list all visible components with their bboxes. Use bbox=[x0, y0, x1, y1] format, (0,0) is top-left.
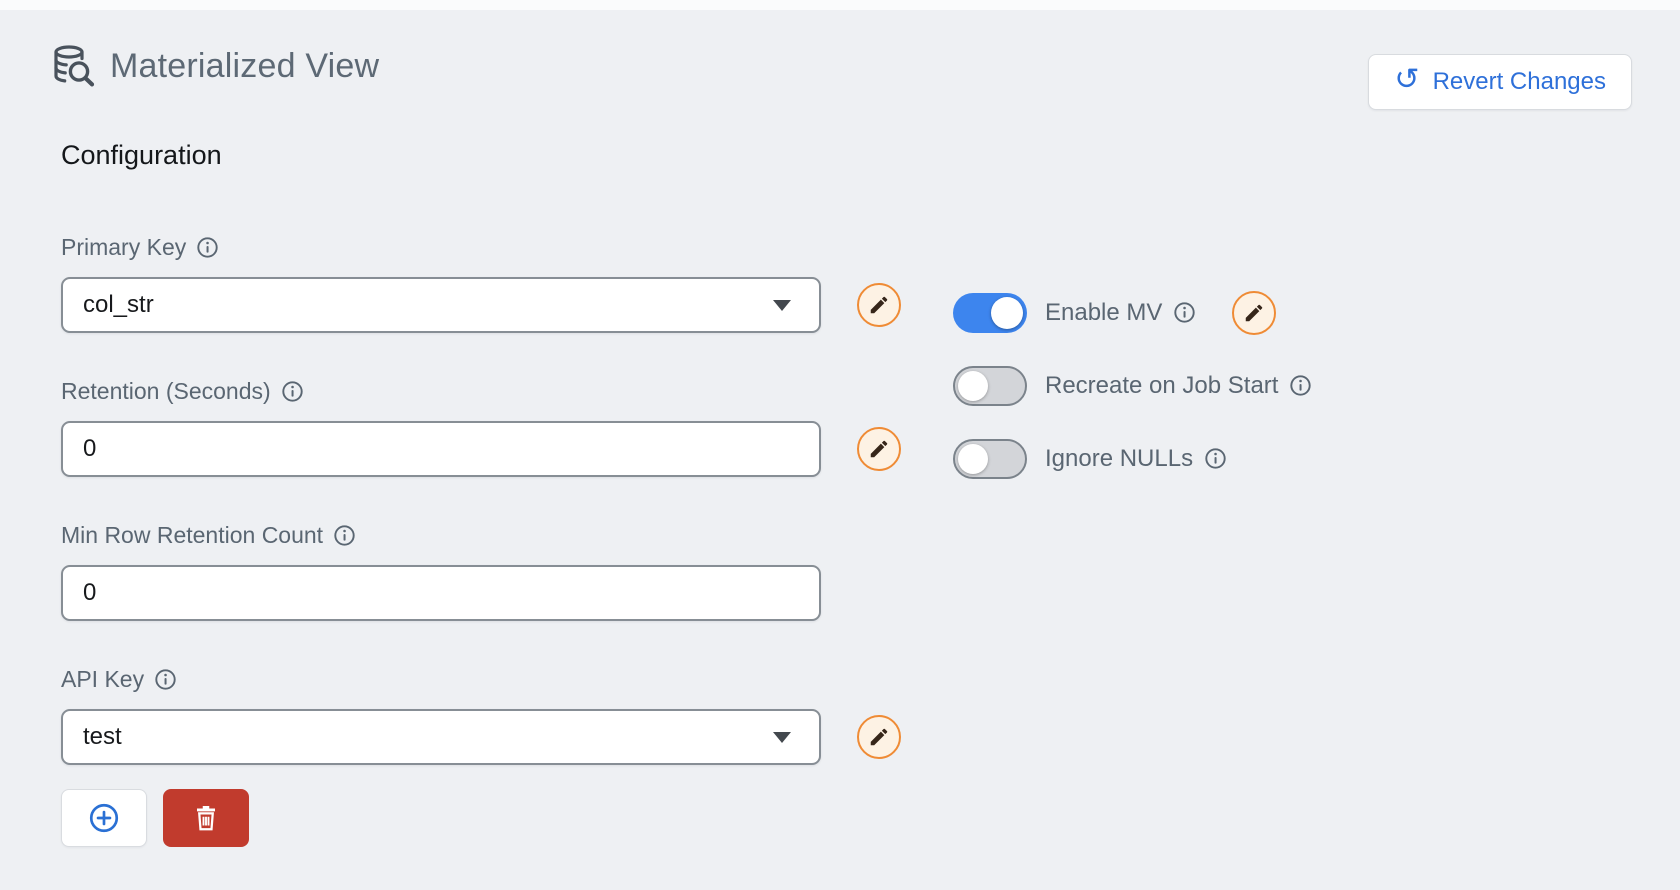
primary-key-label: Primary Key bbox=[61, 234, 187, 260]
retention-input[interactable] bbox=[61, 421, 821, 477]
retention-field-group: Retention (Seconds) bbox=[61, 378, 921, 477]
pencil-icon bbox=[1243, 302, 1265, 324]
api-key-edit-button[interactable] bbox=[857, 715, 901, 759]
min-row-retention-field-group: Min Row Retention Count bbox=[61, 522, 921, 621]
enable-mv-row: Enable MV bbox=[953, 290, 1312, 335]
configuration-fields: Primary Key col_str bbox=[61, 234, 921, 847]
ignore-nulls-label: Ignore NULLs bbox=[1045, 444, 1194, 472]
primary-key-field-group: Primary Key col_str bbox=[61, 234, 921, 333]
chevron-down-icon bbox=[773, 299, 791, 311]
retention-edit-button[interactable] bbox=[857, 427, 901, 471]
revert-changes-button[interactable]: ↺ Revert Changes bbox=[1368, 54, 1632, 110]
info-icon[interactable] bbox=[1204, 447, 1227, 470]
info-icon[interactable] bbox=[333, 524, 356, 547]
add-api-key-button[interactable] bbox=[61, 789, 147, 847]
toggle-knob bbox=[958, 443, 988, 474]
circled-plus-icon bbox=[87, 801, 121, 835]
api-key-field-group: API Key test bbox=[61, 666, 921, 765]
api-key-select[interactable]: test bbox=[61, 709, 821, 765]
recreate-on-job-start-label: Recreate on Job Start bbox=[1045, 371, 1279, 399]
info-icon[interactable] bbox=[1289, 374, 1312, 397]
primary-key-edit-button[interactable] bbox=[857, 283, 901, 327]
recreate-on-job-start-row: Recreate on Job Start bbox=[953, 365, 1312, 406]
toggle-options: Enable MV Recreate on Job St bbox=[953, 290, 1312, 511]
min-row-retention-input[interactable] bbox=[61, 565, 821, 621]
delete-api-key-button[interactable] bbox=[163, 789, 249, 847]
api-key-value: test bbox=[83, 723, 122, 750]
page-header: Materialized View bbox=[48, 42, 379, 90]
revert-icon: ↺ bbox=[1394, 63, 1420, 96]
info-icon[interactable] bbox=[281, 380, 304, 403]
toggle-knob bbox=[991, 296, 1023, 329]
recreate-on-job-start-toggle[interactable] bbox=[953, 365, 1027, 406]
info-icon[interactable] bbox=[1173, 301, 1196, 324]
toggle-knob bbox=[958, 370, 988, 401]
api-key-label: API Key bbox=[61, 666, 145, 692]
ignore-nulls-row: Ignore NULLs bbox=[953, 438, 1312, 479]
revert-changes-label: Revert Changes bbox=[1432, 68, 1606, 95]
trash-icon bbox=[191, 803, 221, 833]
pencil-icon bbox=[868, 438, 890, 460]
min-row-retention-label: Min Row Retention Count bbox=[61, 522, 324, 548]
top-strip bbox=[0, 0, 1680, 10]
enable-mv-edit-button[interactable] bbox=[1232, 290, 1277, 335]
info-icon[interactable] bbox=[154, 668, 177, 691]
configuration-heading: Configuration bbox=[61, 140, 222, 170]
pencil-icon bbox=[868, 726, 890, 748]
api-key-actions bbox=[61, 789, 921, 847]
enable-mv-label: Enable MV bbox=[1045, 298, 1163, 326]
pencil-icon bbox=[868, 294, 890, 316]
retention-label: Retention (Seconds) bbox=[61, 378, 271, 404]
enable-mv-toggle[interactable] bbox=[953, 292, 1027, 333]
page-title: Materialized View bbox=[110, 46, 380, 85]
info-icon[interactable] bbox=[196, 236, 219, 259]
ignore-nulls-toggle[interactable] bbox=[953, 438, 1027, 479]
chevron-down-icon bbox=[773, 731, 791, 743]
primary-key-value: col_str bbox=[83, 291, 154, 318]
database-search-icon bbox=[48, 42, 96, 90]
primary-key-select[interactable]: col_str bbox=[61, 277, 821, 333]
